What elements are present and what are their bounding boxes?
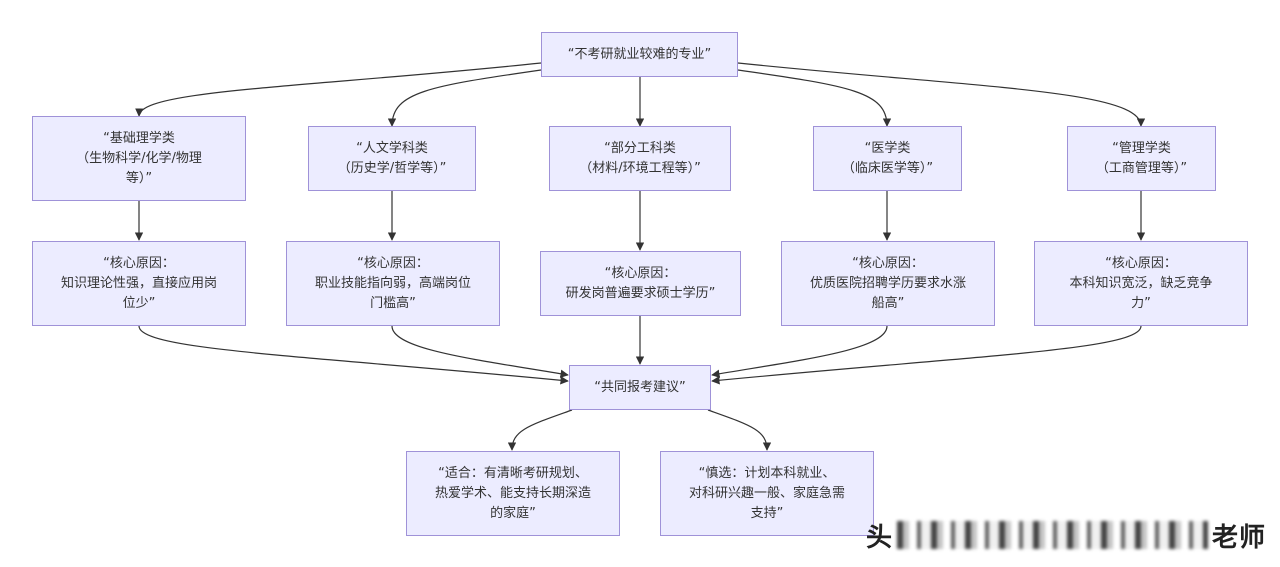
category-node-humanities: “人文学科类 （历史学/哲学等）” xyxy=(308,126,476,191)
category-node-science: “基础理学类 （生物科学/化学/物理 等）” xyxy=(32,116,246,201)
watermark-suffix: 老师 xyxy=(1211,522,1266,553)
edge-root-to-cat-4 xyxy=(737,62,1146,127)
edge-advice-to-outcome-0 xyxy=(507,409,573,451)
outcome-node-cautious: “慎选：计划本科就业、 对科研兴趣一般、家庭急需 支持” xyxy=(660,451,874,536)
edge-advice-to-outcome-1 xyxy=(707,409,772,451)
root-node: “不考研就业较难的专业” xyxy=(541,32,738,77)
watermark-blurred-region xyxy=(897,521,1208,549)
edge-root-to-cat-1 xyxy=(387,69,542,127)
reason-node-engineering: “核心原因： 研发岗普遍要求硕士学历” xyxy=(540,251,741,316)
reason-label: “核心原因： 优质医院招聘学历要求水涨 船高” xyxy=(809,255,966,311)
category-label: “部分工科类 （材料/环境工程等）” xyxy=(579,140,701,176)
root-node-label: “不考研就业较难的专业” xyxy=(567,46,712,62)
reason-label: “核心原因： 研发岗普遍要求硕士学历” xyxy=(565,265,716,301)
reason-node-medicine: “核心原因： 优质医院招聘学历要求水涨 船高” xyxy=(781,241,995,326)
edge-root-to-cat-0 xyxy=(135,62,542,117)
category-node-engineering: “部分工科类 （材料/环境工程等）” xyxy=(549,126,731,191)
reason-node-management: “核心原因： 本科知识宽泛，缺乏竞争 力” xyxy=(1034,241,1248,326)
category-node-medicine: “医学类 （临床医学等）” xyxy=(813,126,962,191)
category-label: “医学类 （临床医学等）” xyxy=(841,140,934,176)
edge-root-to-cat-3 xyxy=(737,69,892,127)
edge-reason-4-to-advice xyxy=(711,325,1142,385)
category-label: “基础理学类 （生物科学/化学/物理 等）” xyxy=(76,130,202,186)
edge-reason-1-to-advice xyxy=(391,325,569,378)
reason-node-science: “核心原因： 知识理论性强，直接应用岗 位少” xyxy=(32,241,246,326)
reason-label: “核心原因： 职业技能指向弱，高端岗位 门槛高” xyxy=(314,255,471,311)
advice-label: “共同报考建议” xyxy=(594,379,686,395)
outcome-label: “慎选：计划本科就业、 对科研兴趣一般、家庭急需 支持” xyxy=(688,465,845,521)
watermark: 头 老师 xyxy=(866,515,1266,555)
edge-reason-3-to-advice xyxy=(711,325,888,378)
category-label: “人文学科类 （历史学/哲学等）” xyxy=(337,140,447,176)
edge-reason-0-to-advice xyxy=(138,325,569,385)
reason-node-humanities: “核心原因： 职业技能指向弱，高端岗位 门槛高” xyxy=(286,241,500,326)
outcome-node-suitable: “适合：有清晰考研规划、 热爱学术、能支持长期深造 的家庭” xyxy=(406,451,620,536)
category-label: “管理学类 （工商管理等）” xyxy=(1095,140,1188,176)
watermark-prefix: 头 xyxy=(866,522,894,553)
reason-label: “核心原因： 知识理论性强，直接应用岗 位少” xyxy=(60,255,217,311)
outcome-label: “适合：有清晰考研规划、 热爱学术、能支持长期深造 的家庭” xyxy=(434,465,591,521)
reason-label: “核心原因： 本科知识宽泛，缺乏竞争 力” xyxy=(1069,255,1213,311)
advice-node: “共同报考建议” xyxy=(569,365,711,410)
category-node-management: “管理学类 （工商管理等）” xyxy=(1067,126,1216,191)
